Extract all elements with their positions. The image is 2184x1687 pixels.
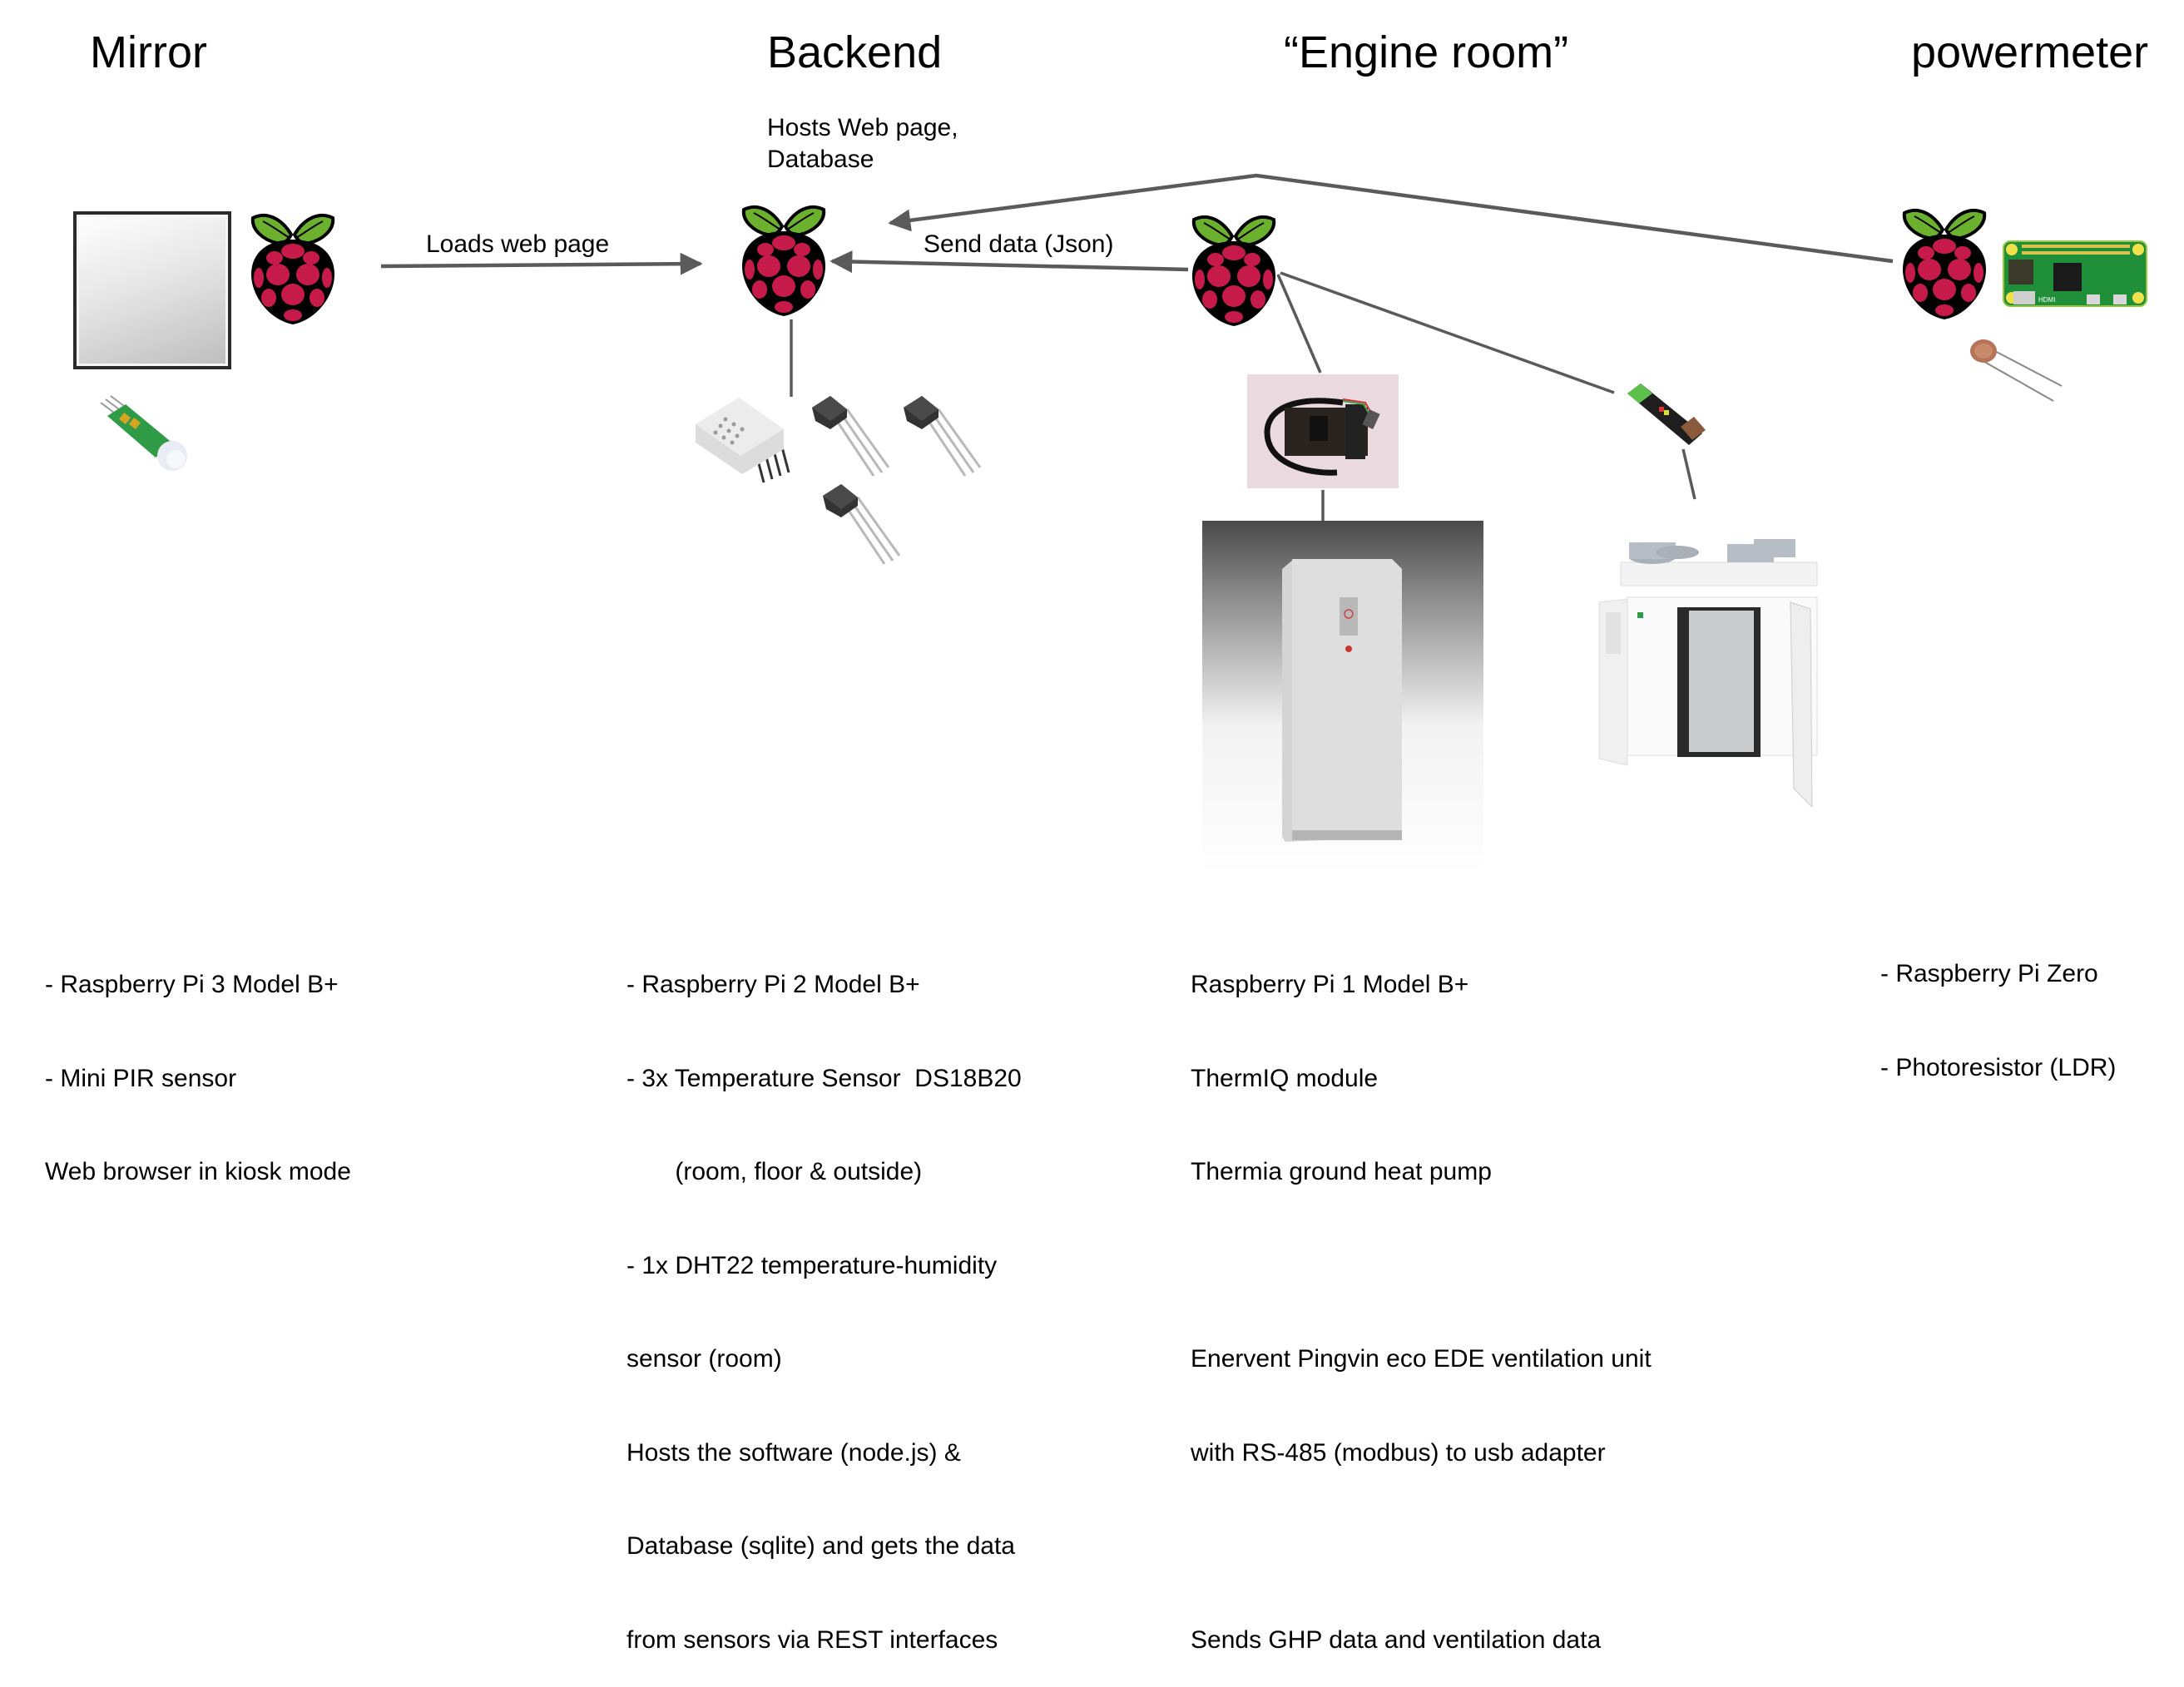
mirror-description: - Raspberry Pi 3 Model B+ - Mini PIR sen… — [45, 907, 351, 1219]
backend-description: - Raspberry Pi 2 Model B+ - 3x Temperatu… — [626, 907, 1022, 1687]
description-line: - Raspberry Pi 3 Model B+ — [45, 971, 339, 998]
rs485-usb-adapter-icon — [1627, 383, 1706, 445]
ventilation-unit-icon — [1598, 539, 1818, 809]
description-line: from sensors via REST interfaces — [626, 1625, 998, 1654]
thermiq-module-icon — [1247, 374, 1399, 488]
ds18b20-sensor-icon — [900, 393, 983, 484]
powermeter-description: - Raspberry Pi Zero - Photoresistor (LDR… — [1880, 896, 2116, 1115]
description-line: Raspberry Pi 1 Model B+ — [1191, 971, 1469, 998]
photoresistor-icon — [1970, 339, 2063, 402]
description-line: ThermIQ module — [1191, 1064, 1379, 1092]
backend-note-line: Database — [767, 146, 874, 173]
backend-note-line: Hosts Web page, — [767, 114, 958, 141]
description-line: - Raspberry Pi 2 Model B+ — [626, 971, 920, 998]
description-line — [1191, 1531, 1652, 1562]
link-engine-usb-adapter — [1280, 271, 1615, 394]
send-data-label: Send data (Json) — [924, 230, 1114, 258]
raspberry-pi-icon — [248, 210, 338, 326]
powermeter-title: powermeter — [1911, 27, 2149, 77]
heat-pump-icon — [1202, 521, 1483, 873]
description-line: - Raspberry Pi Zero — [1880, 960, 2098, 987]
description-line: with RS-485 (modbus) to usb adapter — [1191, 1438, 1606, 1467]
connection-lines — [380, 173, 1894, 521]
dht22-sensor-icon — [696, 398, 790, 483]
description-line: Database (sqlite) and gets the data — [626, 1532, 1015, 1560]
ds18b20-sensor-icon — [809, 393, 892, 484]
link-engine-thermiq — [1276, 274, 1322, 374]
backend-note: Hosts Web page, Database — [767, 112, 958, 176]
description-line — [1191, 1250, 1652, 1282]
arrow-powermeter-to-backend — [888, 173, 1894, 264]
arrow-send-data — [830, 250, 1189, 274]
description-line: - 3x Temperature Sensor DS18B20 — [626, 1064, 1022, 1092]
svg-text:HDMI: HDMI — [2038, 296, 2055, 304]
description-line: - 1x DHT22 temperature-humidity — [626, 1251, 998, 1279]
raspberry-pi-icon — [1189, 211, 1279, 328]
loads-web-page-label: Loads web page — [426, 230, 610, 258]
raspberry-pi-icon — [1899, 205, 1989, 321]
pir-sensor-icon — [100, 395, 187, 471]
mirror-icon — [73, 211, 231, 369]
description-line: Web browser in kiosk mode — [45, 1158, 351, 1185]
mirror-title: Mirror — [90, 27, 207, 77]
backend-title: Backend — [767, 27, 943, 77]
description-line: - Photoresistor (LDR) — [1880, 1053, 2117, 1081]
description-line: - Mini PIR sensor — [45, 1064, 237, 1092]
raspberry-pi-icon — [739, 201, 829, 318]
ds18b20-sensor-icon — [820, 481, 903, 572]
arrow-loads-web-page — [380, 252, 703, 275]
description-line: Hosts the software (node.js) & — [626, 1438, 961, 1467]
description-line: Sends GHP data and ventilation data — [1191, 1625, 1602, 1654]
description-line: sensor (room) — [626, 1345, 782, 1373]
description-line: Thermia ground heat pump — [1191, 1158, 1492, 1185]
engine-room-description: Raspberry Pi 1 Model B+ ThermIQ module T… — [1191, 907, 1652, 1687]
pi-zero-board-icon: HDMI — [2003, 240, 2147, 307]
engine-room-title: “Engine room” — [1284, 27, 1569, 77]
description-line: (room, floor & outside) — [626, 1158, 923, 1185]
link-usb-ventilation — [1681, 448, 1696, 500]
description-line: Enervent Pingvin eco EDE ventilation uni… — [1191, 1345, 1652, 1373]
